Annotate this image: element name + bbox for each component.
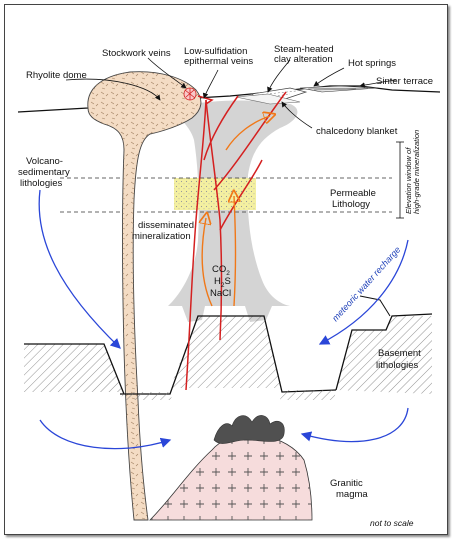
svg-text:high-grade mineralization: high-grade mineralization [412,130,421,214]
svg-text:NaCl: NaCl [210,288,231,299]
label-granitic-2: magma [336,489,368,500]
label-permeable-2: Lithology [332,199,370,210]
alteration-plume [168,100,298,322]
label-stockwork-veins: Stockwork veins [102,48,171,59]
label-basement-2: lithologies [376,360,418,371]
svg-text:CO2: CO2 [212,264,230,277]
label-volcano-sed-1: Volcano- [26,156,63,167]
label-steam-heated-1: Steam-heated [274,44,334,55]
label-sinter-terrace: Sinter terrace [376,76,433,87]
label-disseminated-2: mineralization [132,231,191,242]
label-steam-heated-2: clay alteration [274,54,333,65]
label-rhyolite-dome: Rhyolite dome [26,70,87,81]
svg-text:H2S: H2S [214,276,231,289]
label-disseminated-1: disseminated [138,220,194,231]
label-chalcedony-blanket: chalcedony blanket [316,126,398,137]
basement-block-left [24,344,124,392]
fluid-composition: CO2 H2S NaCl [210,264,231,299]
sinter-terrace [299,85,379,93]
label-granitic-1: Granitic [330,478,363,489]
fluid-flow-arrows [202,116,270,307]
svg-text:Elevation window of: Elevation window of [404,147,413,214]
label-low-sulfidation-2: epithermal veins [184,56,253,67]
label-basement-1: Basement [378,348,421,359]
label-hot-springs: Hot springs [348,58,396,69]
basement-block-right [336,316,432,394]
stockwork-knot [183,87,197,101]
meteoric-arrows [38,189,409,450]
leader-lines [65,57,397,129]
label-permeable-1: Permeable [330,188,376,199]
label-volcano-sed-3: lithologies [20,178,62,189]
elevation-window-bracket [396,141,404,219]
basement-block-center [170,316,282,388]
magma-cap [213,415,285,444]
label-not-to-scale: not to scale [370,518,414,528]
label-volcano-sed-2: sedimentary [18,167,70,178]
label-elevation-window: Elevation window of high-grade mineraliz… [404,130,421,214]
veins [185,91,287,391]
label-low-sulfidation-1: Low-sulfidation [184,46,247,57]
